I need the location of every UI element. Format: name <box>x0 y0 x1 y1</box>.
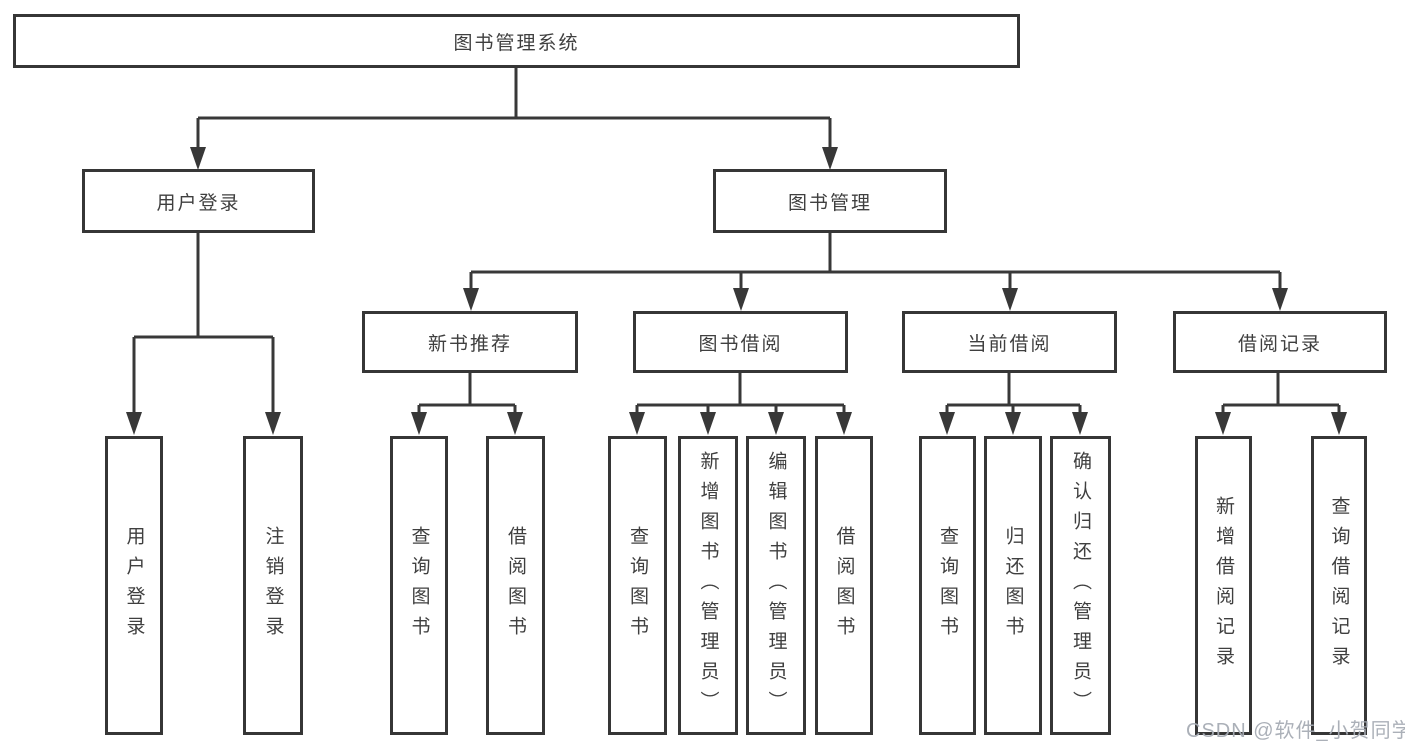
csdn-watermark: CSDN @软件_小贺同学 <box>1186 720 1405 742</box>
node-user-login: 用户登录 <box>82 169 315 233</box>
leaf-borrow-add-book-admin: 新增图书（管理员） <box>678 436 738 735</box>
node-label: 查询借阅记录 <box>1328 495 1350 676</box>
node-label: 用户登录 <box>123 525 145 646</box>
node-label: 当前借阅 <box>967 333 1052 355</box>
leaf-records-add-record: 新增借阅记录 <box>1195 436 1252 735</box>
node-label: 查询图书 <box>937 525 958 646</box>
node-borrow-records: 借阅记录 <box>1173 311 1387 373</box>
leaf-borrow-borrow-book: 借阅图书 <box>815 436 873 735</box>
leaf-logout-login: 注销登录 <box>243 436 303 735</box>
leaf-current-query-book: 查询图书 <box>919 436 976 735</box>
node-label: 确认归还（管理员） <box>1070 450 1091 721</box>
node-current-borrow: 当前借阅 <box>902 311 1117 373</box>
node-label: 归还图书 <box>1002 525 1024 646</box>
node-label: 借阅图书 <box>833 525 855 646</box>
node-label: 新增图书（管理员） <box>697 450 719 721</box>
leaf-newrec-borrow-book: 借阅图书 <box>486 436 545 735</box>
leaf-current-return-book: 归还图书 <box>984 436 1042 735</box>
node-label: 用户登录 <box>156 192 241 214</box>
node-label: 查询图书 <box>627 525 648 646</box>
node-new-book-recommend: 新书推荐 <box>362 311 578 373</box>
leaf-newrec-query-book: 查询图书 <box>390 436 448 735</box>
node-label: 图书借阅 <box>698 333 783 355</box>
leaf-user-login: 用户登录 <box>105 436 163 735</box>
node-root-library-system: 图书管理系统 <box>13 14 1020 68</box>
node-label: 借阅图书 <box>505 525 526 646</box>
node-label: 图书管理系统 <box>453 32 580 54</box>
leaf-records-query-record: 查询借阅记录 <box>1311 436 1367 735</box>
node-book-management: 图书管理 <box>713 169 947 233</box>
node-label: 新增借阅记录 <box>1213 495 1234 676</box>
node-label: 图书管理 <box>787 192 872 214</box>
leaf-borrow-query-book: 查询图书 <box>608 436 667 735</box>
node-label: 注销登录 <box>262 525 284 646</box>
node-book-borrow: 图书借阅 <box>633 311 848 373</box>
node-label: 新书推荐 <box>427 333 512 355</box>
leaf-current-confirm-return-admin: 确认归还（管理员） <box>1050 436 1111 735</box>
node-label: 借阅记录 <box>1237 333 1322 355</box>
node-label: 编辑图书（管理员） <box>765 450 787 721</box>
leaf-borrow-edit-book-admin: 编辑图书（管理员） <box>746 436 806 735</box>
node-label: 查询图书 <box>408 525 430 646</box>
